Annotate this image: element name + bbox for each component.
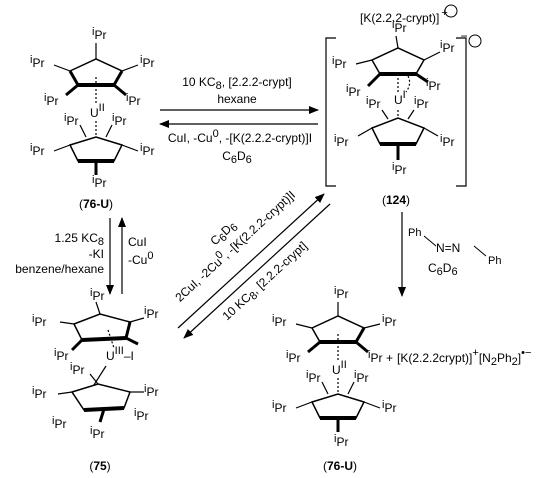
svg-text:iPr: iPr bbox=[286, 349, 300, 365]
svg-text:iPr: iPr bbox=[112, 112, 126, 128]
isopropyl-labels: iPr iPr iPr iPr iPr iPr iPr iPr iPr iPr bbox=[32, 287, 158, 441]
svg-text:iPr: iPr bbox=[392, 161, 406, 177]
svg-text:iPr: iPr bbox=[54, 347, 68, 363]
k-u-interaction bbox=[405, 75, 411, 93]
svg-text:iPr: iPr bbox=[90, 287, 104, 303]
svg-text:iPr: iPr bbox=[366, 95, 380, 111]
molecule-76-U-top: UII iPr iPr iPr iPr iPr iPr iPr iPr iPr … bbox=[30, 26, 154, 190]
svg-text:iPr: iPr bbox=[272, 399, 286, 415]
left-up-conditions-2: -Cu0 bbox=[128, 250, 153, 267]
svg-text:iPr: iPr bbox=[32, 313, 46, 329]
molecule-124: UI iPr iPr iPr iPr iPr iPr iPr iPr iPr i… bbox=[332, 19, 454, 177]
metal-center: UII bbox=[332, 359, 347, 377]
isopropyl-labels: iPr iPr iPr iPr iPr iPr iPr iPr iPr iPr bbox=[332, 19, 454, 177]
svg-text:iPr: iPr bbox=[140, 54, 154, 70]
left-down-conditions-3: benzene/hexane bbox=[15, 262, 104, 276]
svg-text:iPr: iPr bbox=[272, 313, 286, 329]
top-reverse-conditions-2: C6D6 bbox=[222, 149, 252, 166]
cp-ring-top bbox=[59, 301, 145, 352]
svg-text:iPr: iPr bbox=[334, 285, 348, 301]
svg-text:iPr: iPr bbox=[334, 133, 348, 149]
svg-text:iPr: iPr bbox=[382, 399, 396, 415]
isopropyl-labels: iPr iPr iPr iPr iPr iPr iPr iPr iPr iPr bbox=[30, 26, 154, 190]
compound-label-76-U-bottom: (76-U) bbox=[323, 459, 357, 473]
right-down-solvent: C6D6 bbox=[428, 261, 458, 278]
molecule-76-U-bottom: UII iPr iPr iPr iPr iPr iPr iPr iPr iPr … bbox=[272, 285, 396, 449]
cp-ring-bottom bbox=[357, 109, 439, 160]
svg-text:iPr: iPr bbox=[440, 39, 454, 55]
svg-text:iPr: iPr bbox=[44, 92, 58, 108]
svg-text:C6D6: C6D6 bbox=[207, 218, 240, 251]
bracket-left bbox=[325, 37, 336, 187]
cp-ring-bottom bbox=[57, 373, 144, 423]
left-down-conditions-2: -KI bbox=[89, 247, 104, 261]
metal-cp-bond-bottom bbox=[91, 365, 107, 389]
cp-ring-top bbox=[295, 302, 381, 354]
svg-text:iPr: iPr bbox=[92, 174, 106, 190]
compound-label-76-U-top: (76-U) bbox=[79, 197, 113, 211]
svg-text:iPr: iPr bbox=[90, 425, 104, 441]
metal-center: UII bbox=[90, 102, 105, 120]
svg-text:iPr: iPr bbox=[414, 95, 428, 111]
svg-text:iPr: iPr bbox=[70, 361, 84, 377]
svg-text:N=N: N=N bbox=[436, 241, 460, 255]
diagonal-upper-conditions: C6D6 2CuI, -2Cu0, -[K(2.2.2-crypt)]I bbox=[170, 186, 298, 305]
svg-text:iPr: iPr bbox=[392, 19, 406, 35]
svg-text:iPr: iPr bbox=[306, 369, 320, 385]
top-reverse-conditions-1: CuI, -Cu0, -[K(2.2.2-crypt)]I bbox=[168, 128, 312, 145]
anion-charge-124: − bbox=[460, 29, 467, 43]
svg-text:iPr: iPr bbox=[144, 383, 158, 399]
crypt-cation-124: [K(2.2.2-crypt)]+ bbox=[360, 7, 448, 25]
svg-text:Ph: Ph bbox=[488, 255, 501, 267]
svg-text:iPr: iPr bbox=[368, 349, 382, 365]
svg-text:iPr: iPr bbox=[30, 54, 44, 70]
svg-text:iPr: iPr bbox=[334, 433, 348, 449]
byproduct: +[K(2.2.2crypt)]+[N2Ph2]•− bbox=[386, 347, 531, 368]
top-forward-conditions-2: hexane bbox=[217, 92, 257, 106]
svg-text:iPr: iPr bbox=[30, 142, 44, 158]
metal-center: UI bbox=[394, 89, 406, 107]
bracket-right bbox=[456, 37, 467, 187]
svg-text:iPr: iPr bbox=[346, 83, 360, 99]
cp-ring-bottom bbox=[53, 124, 139, 175]
left-down-conditions-1: 1.25 KC8 bbox=[55, 231, 104, 248]
svg-text:iPr: iPr bbox=[140, 142, 154, 158]
svg-text:iPr: iPr bbox=[354, 369, 368, 385]
svg-text:iPr: iPr bbox=[52, 415, 66, 431]
svg-text:iPr: iPr bbox=[144, 305, 158, 321]
compound-label-75: (75) bbox=[89, 459, 110, 473]
top-reaction-arrows bbox=[159, 106, 319, 128]
svg-text:iPr: iPr bbox=[64, 112, 78, 128]
svg-text:Ph: Ph bbox=[408, 227, 421, 239]
azobenzene-reagent: Ph N=N Ph bbox=[408, 227, 501, 267]
svg-text:iPr: iPr bbox=[134, 407, 148, 423]
svg-text:iPr: iPr bbox=[332, 55, 346, 71]
svg-text:iPr: iPr bbox=[382, 313, 396, 329]
top-forward-conditions-1: 10 KC8, [2.2.2-crypt] bbox=[182, 75, 292, 92]
svg-text:2CuI, -2Cu0, -[K(2.2.2-crypt)]: 2CuI, -2Cu0, -[K(2.2.2-crypt)]I bbox=[170, 186, 298, 305]
isopropyl-labels: iPr iPr iPr iPr iPr iPr iPr iPr iPr iPr bbox=[272, 285, 396, 449]
compound-label-124: (124) bbox=[382, 193, 410, 207]
svg-text:iPr: iPr bbox=[126, 92, 140, 108]
left-reaction-arrows bbox=[106, 217, 126, 295]
svg-text:iPr: iPr bbox=[440, 133, 454, 149]
molecule-75: UIII–I iPr iPr iPr iPr iPr iPr iPr iPr i… bbox=[32, 287, 158, 441]
cation-charge-circle bbox=[444, 4, 458, 18]
cp-ring-top bbox=[355, 35, 441, 88]
cp-ring-top bbox=[53, 43, 139, 97]
svg-text:iPr: iPr bbox=[92, 26, 106, 42]
svg-text:iPr: iPr bbox=[32, 385, 46, 401]
anion-charge-circle bbox=[468, 34, 482, 48]
cp-ring-bottom bbox=[295, 381, 381, 432]
metal-cp-bond-top bbox=[107, 329, 115, 349]
left-up-conditions-1: CuI bbox=[128, 235, 147, 249]
svg-text:iPr: iPr bbox=[426, 77, 440, 93]
metal-center: UIII–I bbox=[106, 345, 134, 363]
diagonal-reaction-arrows bbox=[177, 193, 331, 339]
